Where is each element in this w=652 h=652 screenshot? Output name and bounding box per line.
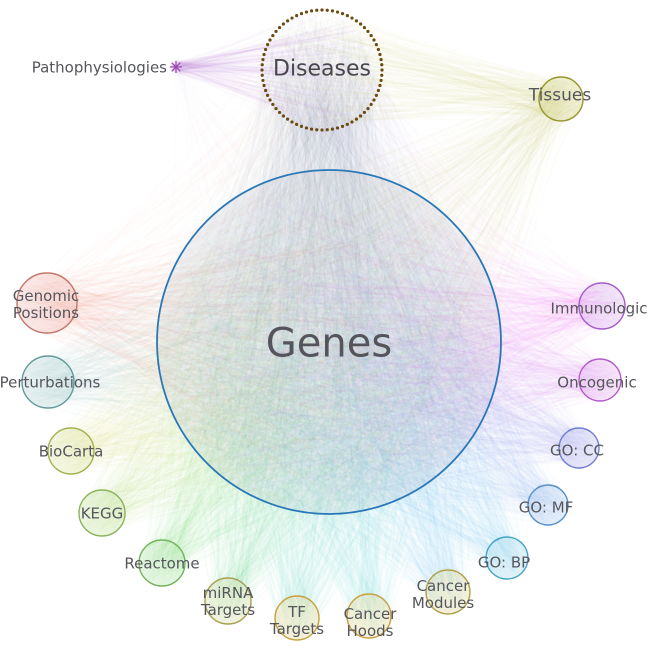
node-genes[interactable]	[156, 169, 502, 515]
node-mirna_targets[interactable]	[204, 577, 252, 625]
node-tf_targets[interactable]	[274, 595, 320, 641]
node-go_mf[interactable]	[527, 484, 569, 526]
node-tissues[interactable]	[538, 76, 584, 122]
node-cancer_hoods[interactable]	[346, 593, 392, 639]
node-go_bp[interactable]	[485, 536, 529, 580]
node-genomic_positions[interactable]	[16, 272, 78, 334]
node-oncogenic[interactable]	[578, 358, 622, 402]
node-go_cc[interactable]	[558, 427, 600, 469]
node-diseases[interactable]	[260, 8, 384, 132]
node-kegg[interactable]	[78, 489, 126, 537]
node-cancer_modules[interactable]	[425, 569, 471, 615]
node-perturbations[interactable]	[21, 355, 75, 409]
node-reactome[interactable]	[138, 539, 186, 587]
node-biocarta[interactable]	[47, 427, 95, 475]
node-pathophysiologies[interactable]	[169, 60, 182, 74]
node-immunologic[interactable]	[578, 282, 626, 330]
